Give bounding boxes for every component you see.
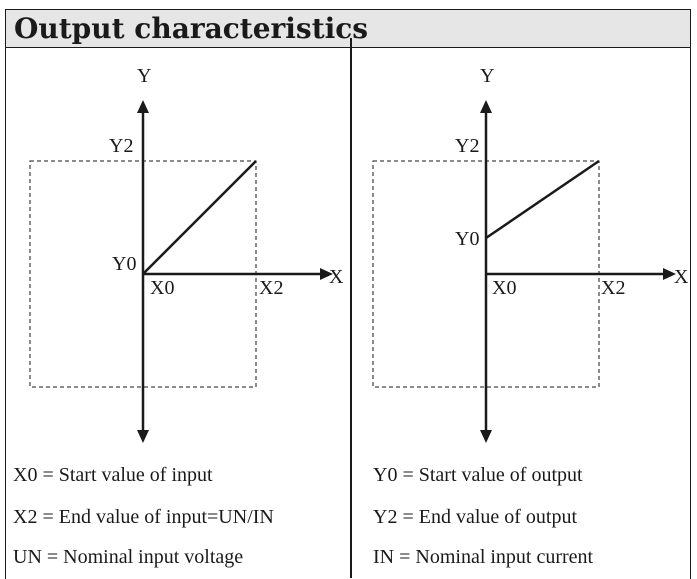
right-label-x0: X0	[492, 277, 516, 299]
right-legend-line-1: Y0 = Start value of output	[373, 464, 583, 486]
right-axis-x-label: X	[674, 266, 689, 288]
right-legend-line-3: IN = Nominal input current	[373, 546, 594, 568]
left-legend-line-3: UN = Nominal input voltage	[13, 546, 244, 568]
left-characteristic-line	[142, 160, 257, 275]
header-bar: Output characteristics	[6, 10, 690, 48]
right-label-y0: Y0	[455, 228, 479, 250]
right-axis-y-label: Y	[480, 65, 494, 87]
right-diagram: Y X Y2 Y0 X0 X2	[372, 65, 689, 443]
left-y-arrow-down	[137, 430, 149, 443]
right-y-arrow-down	[480, 430, 492, 443]
left-legend-line-1: X0 = Start value of input	[13, 464, 213, 486]
right-label-x2: X2	[601, 277, 625, 299]
left-axis-x-label: X	[329, 266, 344, 288]
left-legend-line-2: X2 = End value of input=UN/IN	[13, 506, 274, 528]
output-characteristics-panel: Output characteristics	[5, 9, 691, 579]
left-diagram: Y X Y2 Y0 X0 X2	[29, 65, 344, 443]
column-divider	[350, 38, 352, 578]
left-label-x2: X2	[259, 277, 283, 299]
header-title: Output characteristics	[14, 12, 369, 45]
left-x-arrow	[320, 268, 333, 280]
left-label-y2: Y2	[109, 135, 133, 157]
left-label-x0: X0	[150, 277, 174, 299]
left-label-y0: Y0	[112, 253, 136, 275]
left-axis-y-label: Y	[137, 65, 151, 87]
left-y-arrow-up	[137, 100, 149, 113]
right-legend-line-2: Y2 = End value of output	[373, 506, 578, 528]
right-label-y2: Y2	[455, 135, 479, 157]
right-characteristic-line	[485, 159, 600, 240]
right-y-arrow-up	[480, 100, 492, 113]
right-x-arrow	[663, 268, 676, 280]
